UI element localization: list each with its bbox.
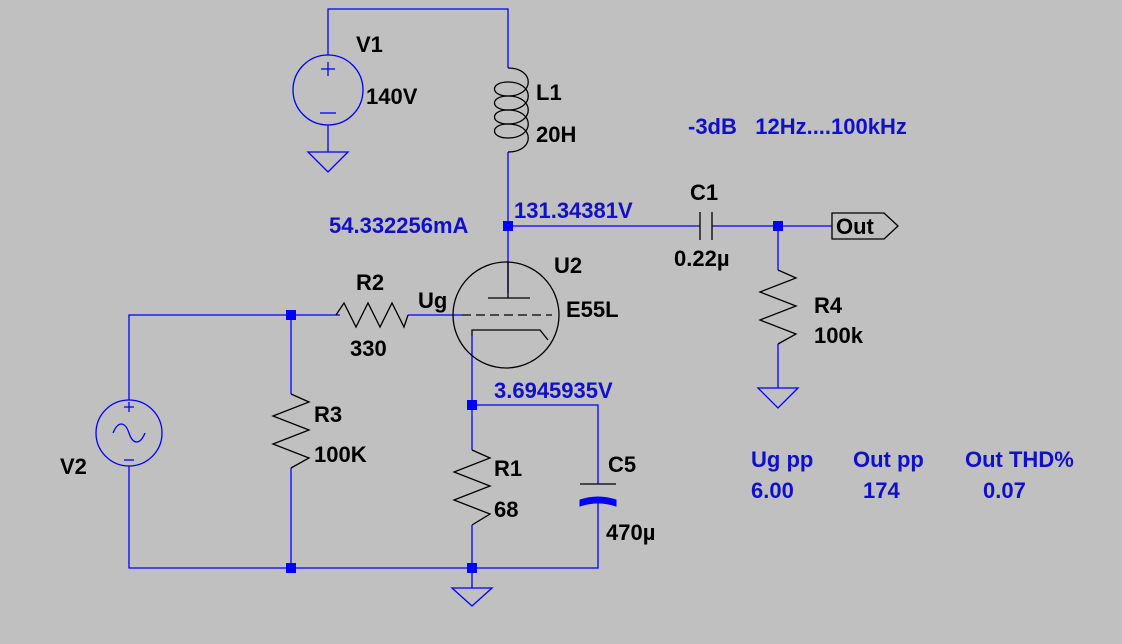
measurement-header: Out THD%: [965, 447, 1074, 472]
junction-ground: [467, 563, 477, 573]
ground-symbol-v1: [306, 151, 350, 173]
capacitor-c5[interactable]: [579, 483, 617, 512]
junction-r3-top: [286, 310, 296, 320]
r2-name: R2: [356, 270, 384, 295]
anode-voltage-annotation: 131.34381V: [514, 198, 633, 223]
measurement-header: Ug pp: [751, 447, 813, 472]
r1-value: 68: [494, 497, 518, 522]
v1-value: 140V: [366, 84, 418, 109]
capacitor-c1[interactable]: [699, 212, 713, 240]
vacuum-tube-u2[interactable]: [452, 261, 560, 369]
v2-name: V2: [60, 454, 87, 479]
junction-out: [773, 221, 783, 231]
bandwidth-annotation: -3dB 12Hz....100kHz: [688, 114, 907, 139]
ground-symbol-main: [450, 587, 494, 607]
measurement-value: 6.00: [751, 478, 794, 503]
cathode-voltage-annotation: 3.6945935V: [494, 378, 613, 403]
l1-name: L1: [536, 80, 562, 105]
c5-name: C5: [608, 452, 636, 477]
junction-anode: [503, 221, 513, 231]
junction-cathode: [467, 400, 477, 410]
r1-name: R1: [494, 456, 522, 481]
wires: [128, 8, 832, 588]
wire-cathode-to-c5: [472, 404, 599, 484]
c1-value: 0.22µ: [674, 246, 730, 271]
c1-name: C1: [690, 180, 718, 205]
r4-value: 100k: [814, 323, 864, 348]
v1-name: V1: [356, 32, 383, 57]
ground-symbol-r4: [756, 387, 800, 409]
r3-name: R3: [314, 402, 342, 427]
r4-name: R4: [814, 293, 843, 318]
r3-value: 100K: [314, 442, 367, 467]
u2-value: E55L: [566, 297, 619, 322]
anode-current-annotation: 54.332256mA: [329, 213, 469, 238]
measurement-value: 0.07: [983, 478, 1026, 503]
resistor-r2[interactable]: [335, 301, 409, 329]
l1-value: 20H: [536, 122, 576, 147]
resistor-r3[interactable]: [271, 393, 311, 469]
voltage-source-v2[interactable]: [95, 399, 163, 467]
inductor-l1[interactable]: [493, 67, 529, 153]
junctions: [286, 221, 783, 573]
wire-v1-to-l1: [327, 8, 509, 68]
output-port[interactable]: [831, 212, 899, 240]
measurements-table: Ug pp Out pp Out THD% 6.00 174 0.07: [751, 447, 1074, 503]
wire-v2-top: [128, 314, 340, 400]
wire-bottom-rail: [128, 466, 599, 569]
r2-value: 330: [350, 336, 387, 361]
ug-net-label: Ug: [418, 288, 447, 313]
resistor-r4[interactable]: [758, 269, 798, 345]
measurement-header: Out pp: [853, 447, 924, 472]
resistor-r1[interactable]: [452, 449, 492, 526]
measurement-value: 174: [863, 478, 900, 503]
c5-value: 470µ: [606, 520, 655, 545]
u2-name: U2: [554, 253, 582, 278]
out-label: Out: [836, 214, 875, 239]
voltage-source-v1[interactable]: [292, 54, 364, 152]
junction-r3-bottom: [286, 563, 296, 573]
